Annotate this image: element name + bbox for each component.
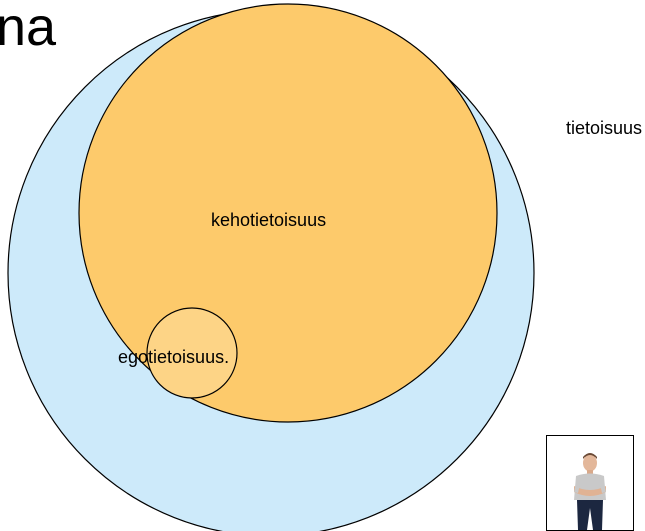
outer-label: tietoisuus <box>566 118 642 139</box>
person-photo-icon <box>547 436 633 530</box>
inner-label: egotietoisuus. <box>118 347 229 368</box>
presenter-photo <box>546 435 634 531</box>
middle-label: kehotietoisuus <box>211 210 326 231</box>
